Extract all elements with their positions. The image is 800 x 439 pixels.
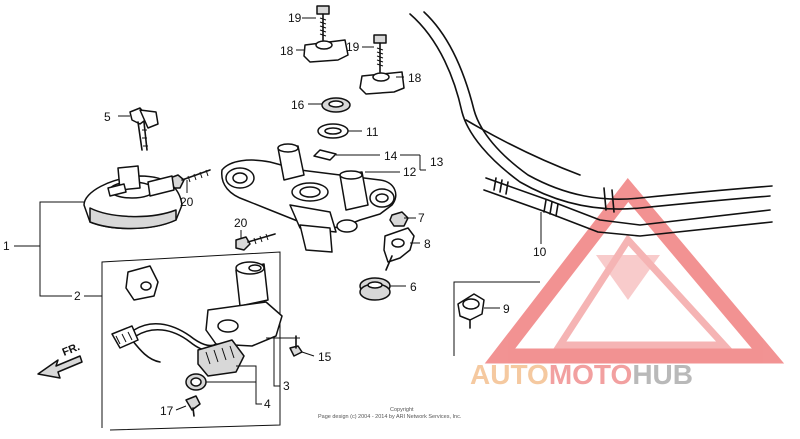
- callout-6: 6: [410, 280, 417, 294]
- watermark-hub: HUB: [632, 359, 693, 390]
- watermark-auto: AUTO: [470, 359, 549, 390]
- key-5: [129, 107, 159, 151]
- contact-base: [197, 339, 245, 377]
- callout-10: 10: [533, 245, 547, 259]
- callout-12: 12: [403, 165, 417, 179]
- callout-13: 13: [430, 155, 444, 169]
- callout-15: 15: [318, 350, 332, 364]
- copyright-line-1: Copyright: [390, 407, 414, 413]
- callout-14: 14: [384, 149, 398, 163]
- bolt-19-right: [373, 34, 387, 73]
- callout-3: 3: [283, 379, 290, 393]
- leader-lines: [14, 17, 542, 411]
- ignition-switch: [205, 261, 283, 347]
- bracket-8: [383, 227, 415, 271]
- callout-18-left: 18: [280, 44, 294, 58]
- front-direction-arrow: FR.: [37, 341, 83, 379]
- callout-numbers: 19 18 19 18 16 11 14 13 12 5 20 20 7 8 6…: [3, 11, 547, 418]
- screw-15: [289, 335, 303, 357]
- callout-20-bottom: 20: [234, 216, 248, 230]
- watermark-text: AUTOMOTOHUB: [470, 359, 693, 390]
- nut-7: [389, 211, 409, 227]
- callout-9: 9: [503, 302, 510, 316]
- callout-2: 2: [74, 289, 81, 303]
- washer-16: [321, 97, 351, 113]
- svg-text:AUTOMOTOHUB: AUTOMOTOHUB: [470, 359, 693, 390]
- rubber-14: [313, 149, 337, 161]
- callout-8: 8: [424, 237, 431, 251]
- seal-4: [185, 373, 207, 391]
- grommet-6: [359, 277, 391, 301]
- washer-11: [317, 123, 349, 139]
- holder-18-right: [359, 71, 405, 95]
- bolt-20-bottom: [235, 233, 276, 251]
- screw-17: [185, 395, 201, 417]
- holder-18-left: [303, 39, 349, 63]
- callout-20-top: 20: [180, 195, 194, 209]
- copyright-notice: Copyright Page design (c) 2004 - 2014 by…: [318, 407, 462, 420]
- callout-18-right: 18: [408, 71, 422, 85]
- callout-4: 4: [264, 397, 271, 411]
- callout-7: 7: [418, 211, 425, 225]
- cap-9: [457, 293, 485, 329]
- ignition-switch-box: [101, 251, 281, 431]
- cap-9-box: [453, 281, 540, 356]
- fuel-cap-1: [83, 165, 183, 230]
- bolt-20-top: [169, 169, 211, 189]
- callout-1: 1: [3, 239, 10, 253]
- top-bridge: [221, 143, 397, 253]
- watermark-logo: [484, 178, 785, 364]
- watermark-moto: MOTO: [549, 359, 632, 390]
- bolt-19-left: [316, 5, 330, 41]
- callout-11: 11: [366, 125, 379, 139]
- connector-box-part: [125, 265, 159, 301]
- callout-19-right: 19: [346, 40, 360, 54]
- callout-19-left: 19: [288, 11, 302, 25]
- copyright-line-2: Page design (c) 2004 - 2014 by ARI Netwo…: [318, 414, 462, 420]
- callout-16: 16: [291, 98, 305, 112]
- handlebar: [409, 11, 773, 237]
- callout-5: 5: [104, 110, 111, 124]
- callout-17: 17: [160, 404, 174, 418]
